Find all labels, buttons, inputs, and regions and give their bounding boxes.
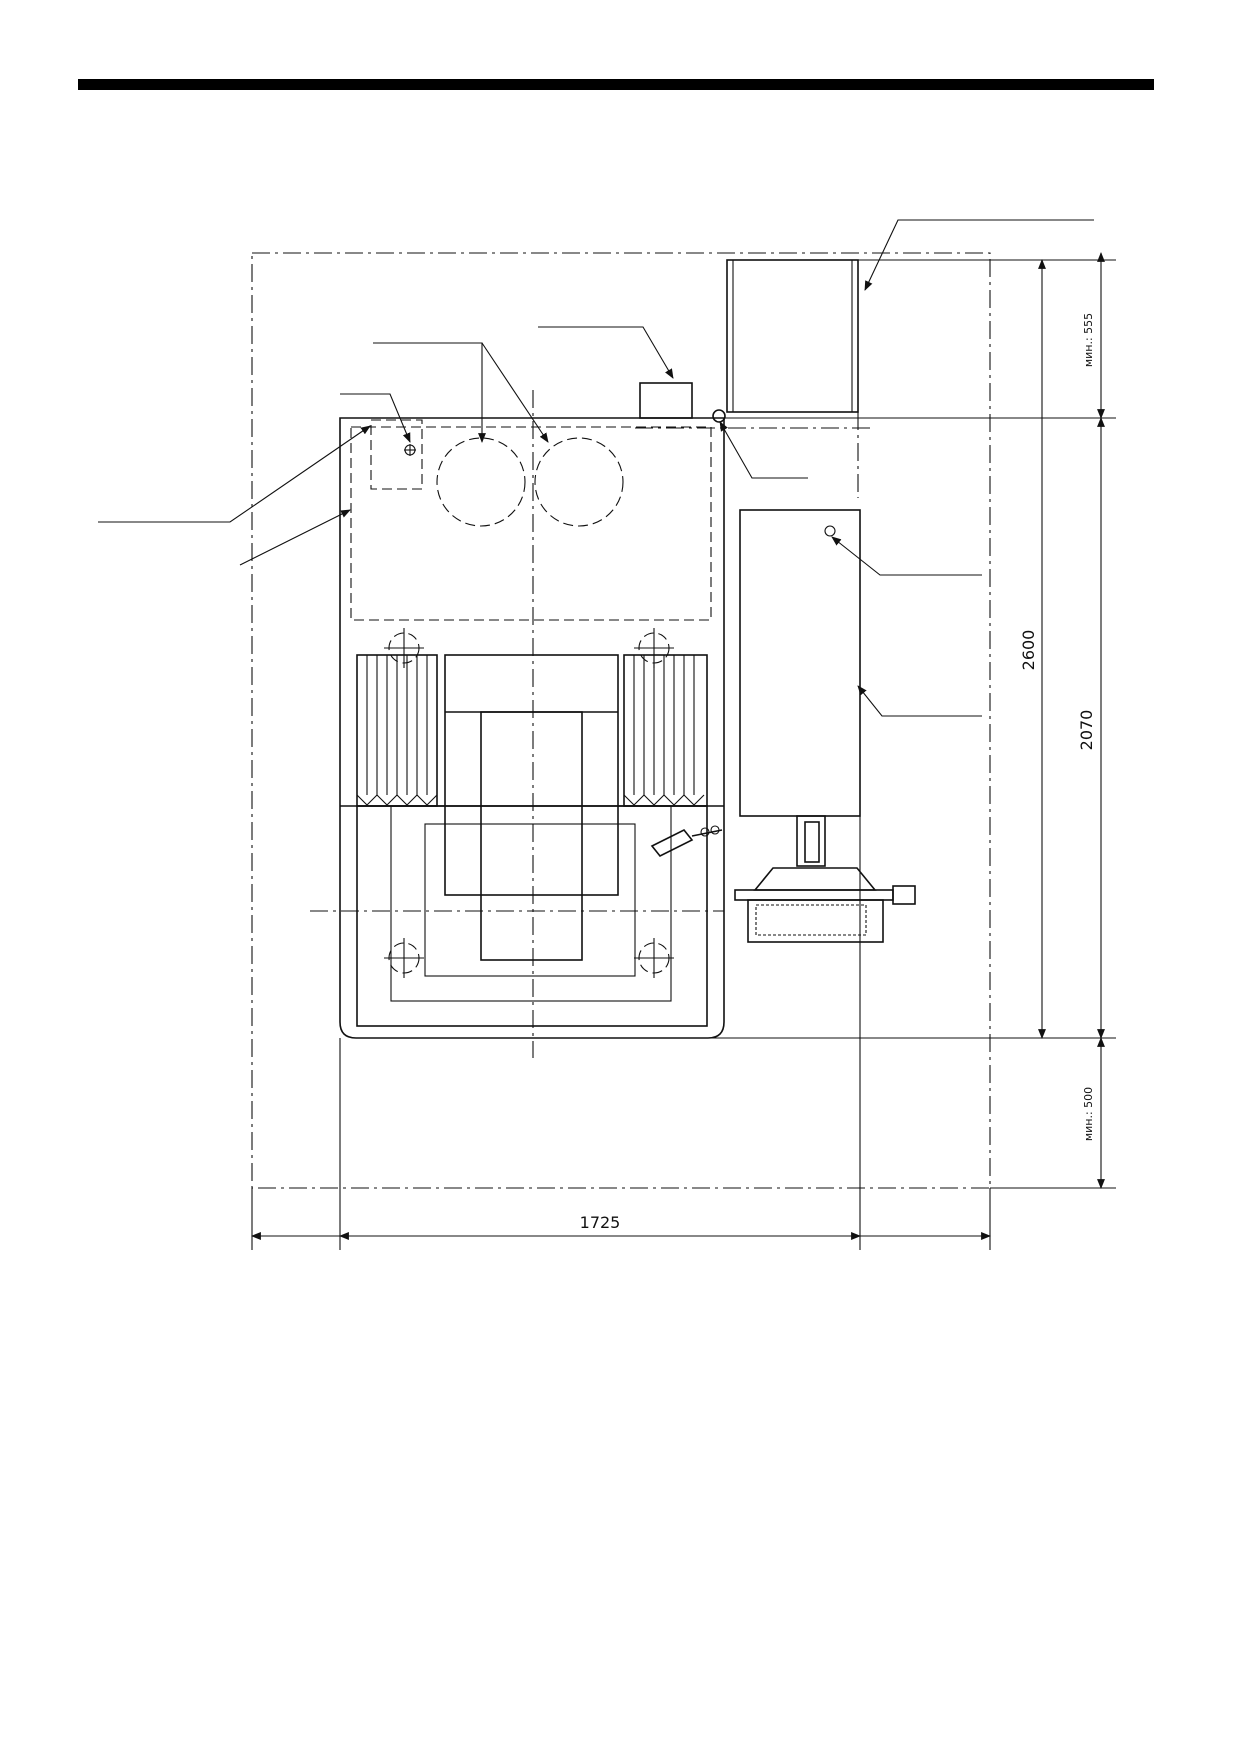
bellows-left: [356, 654, 438, 807]
machine-body: [339, 382, 725, 1039]
pump-box: [639, 382, 693, 419]
dim-clearance-rear: мин.: 555: [1082, 313, 1095, 367]
work-table: [480, 711, 583, 961]
work-tank-mid: [390, 805, 672, 1002]
ground-point: [712, 409, 726, 423]
dim-clearance-front: мин.: 500: [1082, 1087, 1095, 1141]
control-cabinet: [739, 509, 861, 817]
dim-width-total: 1725: [580, 1213, 621, 1232]
filter-circle-left: [436, 437, 526, 527]
hand-pendant: [650, 825, 723, 858]
dim-height-total: 2600: [1019, 630, 1038, 671]
column-frame: [444, 654, 619, 896]
bellows-right: [623, 654, 708, 807]
work-tank-outer: [356, 805, 708, 1027]
extension-lines: [251, 259, 1116, 1250]
filter-box: [370, 419, 423, 490]
tank-area: [350, 426, 712, 621]
leader-lines: [98, 219, 1094, 717]
crosshair-marks: [384, 628, 674, 978]
header-rule: [78, 79, 1154, 90]
clearance-boundary: [251, 252, 991, 1189]
filter-circle-right: [534, 437, 624, 527]
transformer-cabinet: [726, 259, 859, 413]
dim-height-machine: 2070: [1077, 710, 1096, 751]
cabinet-socket: [824, 525, 836, 537]
work-tank-inner: [424, 823, 636, 977]
dimension-lines: [251, 252, 1105, 1240]
operator-console: [734, 815, 916, 943]
